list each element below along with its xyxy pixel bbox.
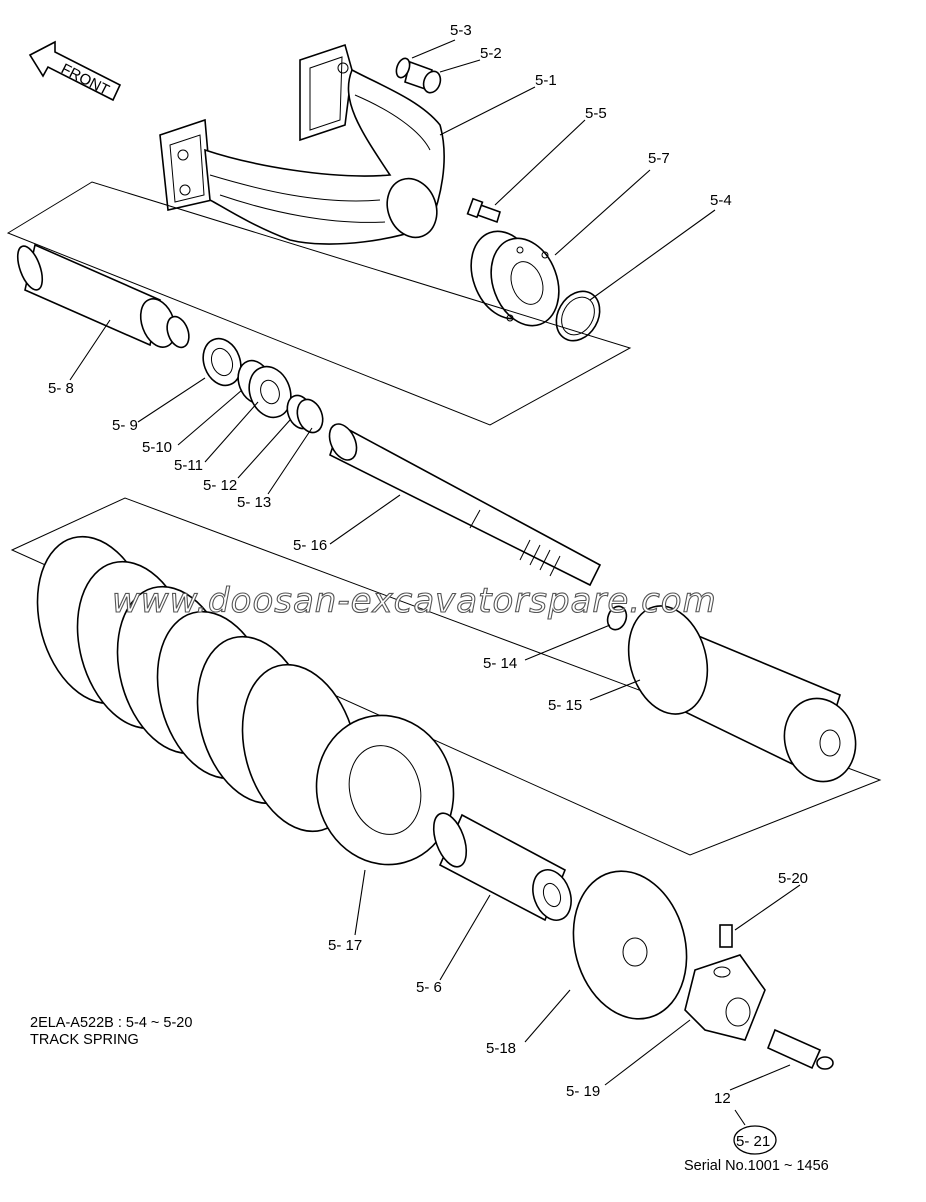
flange-part — [470, 230, 560, 327]
front-arrow-icon: FRONT — [28, 40, 122, 102]
guide-cylinder-part — [627, 605, 857, 783]
bracket-part — [159, 43, 445, 245]
washer-part — [395, 57, 411, 79]
label-5-8: 5- 8 — [48, 380, 74, 397]
caption-title: TRACK SPRING — [30, 1032, 139, 1048]
leader-lines — [69, 39, 801, 1126]
spring-part — [36, 535, 455, 866]
label-5-16: 5- 16 — [293, 537, 327, 554]
bushing-part — [202, 337, 242, 387]
front-arrow-label: FRONT — [58, 60, 112, 99]
nut-part — [606, 605, 628, 631]
bolt-part — [404, 60, 442, 94]
grease-fitting-part — [719, 924, 733, 948]
spacer-part — [432, 812, 572, 922]
block-part — [684, 954, 766, 1041]
label-5-19: 5- 19 — [566, 1083, 600, 1100]
label-5-7: 5-7 — [648, 150, 670, 167]
label-5-15: 5- 15 — [548, 697, 582, 714]
valve-part — [766, 1028, 834, 1070]
label-5-18: 5-18 — [486, 1040, 516, 1057]
label-5-14: 5- 14 — [483, 655, 517, 672]
plate-part — [572, 870, 688, 1020]
label-5-12: 5- 12 — [203, 477, 237, 494]
rod-part — [328, 423, 602, 587]
label-12: 12 — [714, 1090, 731, 1107]
label-5-3: 5-3 — [450, 22, 472, 39]
ring-part — [248, 365, 292, 419]
caption-code: 2ELA-A522B : 5-4 ~ 5-20 — [30, 1015, 192, 1031]
watermark: www.doosan-excavatorspare.com — [112, 581, 717, 621]
cylinder-part — [16, 243, 190, 349]
sub-assembly-outline — [6, 181, 632, 426]
spring-assembly-outline — [10, 497, 882, 856]
label-5-9: 5- 9 — [112, 417, 138, 434]
label-5-11: 5-11 — [174, 457, 203, 474]
small-bolt-part — [466, 197, 501, 224]
serial-number: Serial No.1001 ~ 1456 — [684, 1158, 829, 1174]
label-5-1: 5-1 — [535, 72, 557, 89]
label-5-5: 5-5 — [585, 105, 607, 122]
label-5-17: 5- 17 — [328, 937, 362, 954]
label-5-10: 5-10 — [142, 439, 172, 456]
part-labels: 5-3 5-2 5-1 5-5 5-7 5-4 5- 8 5- 9 5-10 5… — [48, 22, 808, 1107]
label-5-4: 5-4 — [710, 192, 732, 209]
assembly-ref-label: 5- 21 — [736, 1133, 770, 1150]
label-5-2: 5-2 — [480, 45, 502, 62]
label-5-13: 5- 13 — [237, 494, 271, 511]
assembly-ref-badge: 5- 21 — [733, 1125, 777, 1155]
label-5-6: 5- 6 — [416, 979, 442, 996]
o-ring-part — [286, 394, 324, 434]
label-5-20: 5-20 — [778, 870, 808, 887]
